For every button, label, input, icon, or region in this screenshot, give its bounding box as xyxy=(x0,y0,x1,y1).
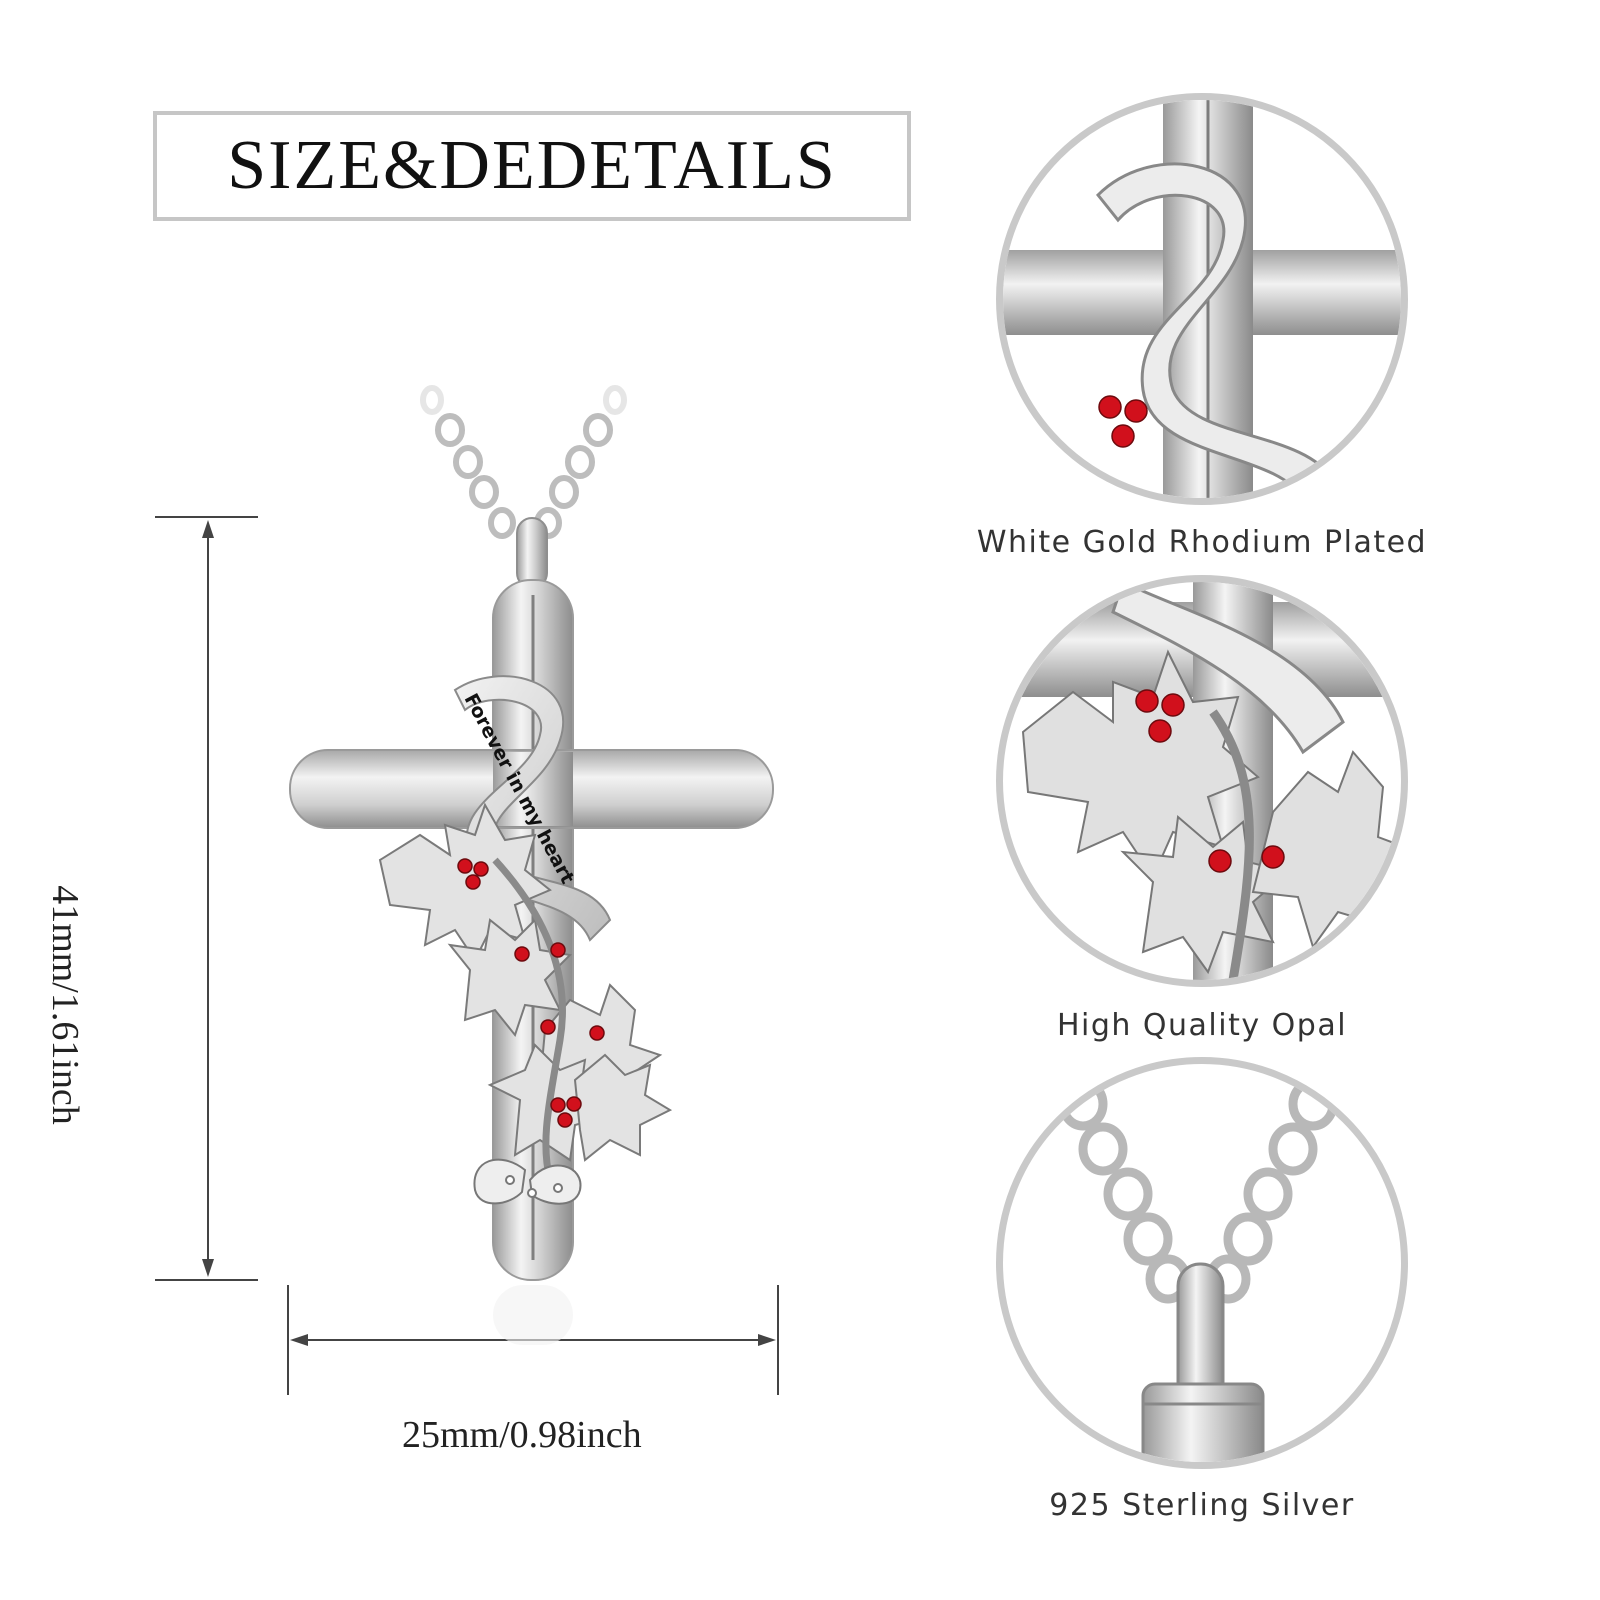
detail-caption-plating: White Gold Rhodium Plated xyxy=(976,525,1428,560)
detail-circle-opal xyxy=(996,575,1408,987)
detail-circle-silver xyxy=(996,1057,1408,1469)
holly-leaves xyxy=(378,802,673,1162)
red-opal-berries xyxy=(457,858,605,1128)
butterfly-charm xyxy=(473,1158,582,1205)
bail xyxy=(516,517,548,589)
width-dimension-label: 25mm/0.98inch xyxy=(402,1414,642,1456)
chain-closeup-icon xyxy=(1058,1077,1338,1462)
title-box: SIZE&DEDETAILS xyxy=(153,111,911,221)
product-image: Forever in my heart xyxy=(150,380,850,1480)
height-dimension-line xyxy=(155,516,258,1281)
chain xyxy=(420,385,627,539)
ribbon-closeup-icon xyxy=(1003,100,1401,498)
page-title: SIZE&DEDETAILS xyxy=(227,127,837,204)
detail-circle-plating xyxy=(996,93,1408,505)
cross-pendant-illustration: Forever in my heart xyxy=(155,385,779,1395)
height-dimension-label: 41mm/1.61inch xyxy=(44,885,86,1125)
detail-caption-silver: 925 Sterling Silver xyxy=(1049,1488,1355,1523)
berries-closeup-icon xyxy=(1003,582,1401,980)
detail-caption-opal: High Quality Opal xyxy=(1056,1008,1348,1043)
